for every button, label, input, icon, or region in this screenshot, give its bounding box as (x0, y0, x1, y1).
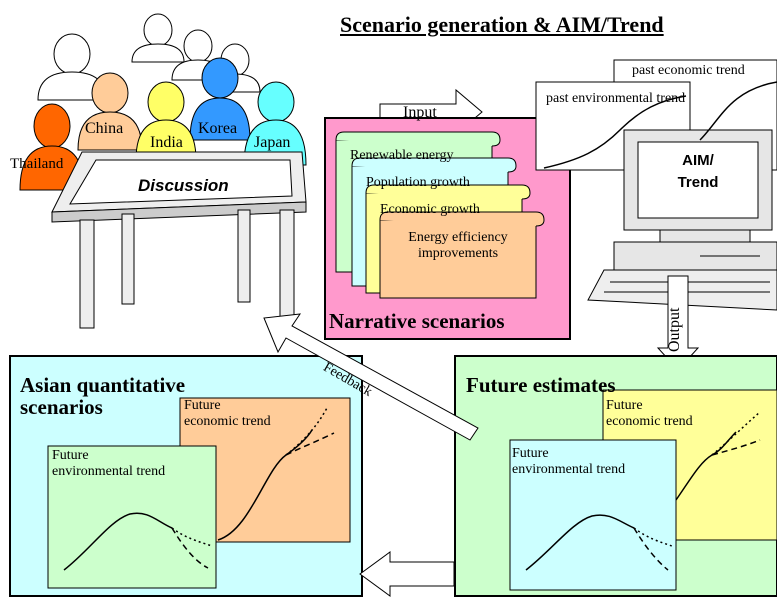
asian-env-label: Future environmental trend (52, 448, 165, 480)
aim-label-line2: Trend (677, 174, 719, 191)
asian-title-line1: Asian quantitative (20, 373, 186, 397)
past-environmental-label: past environmental trend (546, 91, 686, 106)
future-econ-label: Future economic trend (606, 398, 693, 430)
feedback-arrow (263, 313, 479, 441)
asian-title: Asian quantitative scenarios (20, 374, 185, 418)
aim-trend-label: AIM/ Trend (648, 150, 748, 194)
discussion-table (51, 151, 307, 329)
narrative-item-renewable: Renewable energy (350, 148, 454, 163)
asian-econ-line1: Future (184, 398, 221, 413)
past-economic-label: past economic trend (632, 63, 745, 78)
future-title: Future estimates (466, 373, 616, 397)
person-china (77, 72, 143, 151)
future-env-label: Future environmental trend (512, 446, 625, 478)
asian-econ-label: Future economic trend (184, 398, 271, 430)
future-env-line2: environmental trend (512, 462, 626, 477)
person-india (135, 81, 197, 161)
asian-title-line2: scenarios (20, 395, 103, 419)
label-japan: Japan (254, 134, 291, 151)
asian-env-line1: Future (52, 448, 89, 463)
output-label: Output (666, 307, 683, 352)
output-label-wrap: Output (664, 292, 684, 352)
narrative-title: Narrative scenarios (329, 309, 505, 333)
asian-env-panel (47, 445, 217, 589)
label-china: China (85, 120, 124, 137)
aim-label-line1: AIM/ (682, 152, 714, 169)
future-econ-line2: economic trend (606, 414, 693, 429)
person-korea (189, 57, 251, 141)
narrative-item-population: Population growth (366, 175, 470, 190)
discussion-label: Discussion (138, 176, 229, 195)
return-arrow (359, 551, 455, 597)
asian-env-line2: environmental trend (52, 464, 166, 479)
narrative-item-efficiency: Energy efficiency improvements (408, 230, 508, 261)
narrative-item-economic: Economic growth (380, 202, 480, 217)
diagram-title: Scenario generation & AIM/Trend (340, 12, 664, 37)
label-india: India (150, 134, 183, 151)
input-label: Input (403, 104, 437, 121)
label-thailand: Thailand (10, 156, 64, 172)
label-korea: Korea (198, 120, 238, 137)
future-env-panel (509, 439, 677, 591)
scroll-efficiency (379, 211, 545, 299)
future-env-line1: Future (512, 446, 549, 461)
future-econ-line1: Future (606, 398, 643, 413)
asian-econ-line2: economic trend (184, 414, 271, 429)
